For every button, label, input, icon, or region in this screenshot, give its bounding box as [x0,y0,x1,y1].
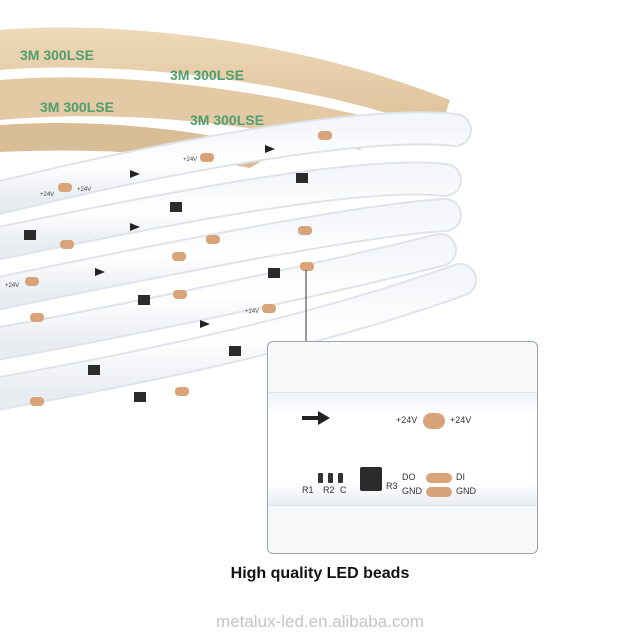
tape-print: 3M 300LSE [20,47,94,63]
di-label: DI [456,472,465,482]
tape-print: 3M 300LSE [40,99,114,115]
tape-print: 3M 300LSE [170,67,244,83]
svg-text:+24V: +24V [77,187,91,193]
ic-chip [360,467,382,491]
copper-pad-do-di [426,473,452,483]
r2-label: R2 [323,485,335,495]
svg-text:+24V: +24V [40,192,54,198]
strip-coils [0,111,477,411]
svg-text:+24V: +24V [5,283,19,289]
voltage-label-right: +24V [450,415,472,425]
zoomed-strip: +24V +24V R1 R2 C R3 DO GND DI GND [268,392,537,506]
r1-label: R1 [302,485,314,495]
svg-text:+24V: +24V [183,157,197,163]
svg-text:+24V: +24V [245,309,259,315]
resistor-r1 [318,473,323,483]
direction-arrow-icon [302,411,330,425]
r3-label: R3 [386,481,398,491]
do-label: DO [402,472,416,482]
strip-components: +24V +24V +24V +24V +24V [5,131,332,406]
copper-pad-gnd [426,487,452,497]
watermark: metalux-led.en.alibaba.com [216,612,424,631]
resistor-r2 [338,473,343,483]
resistor-r1-b [328,473,333,483]
gnd-label-left: GND [402,486,422,496]
tape-print: 3M 300LSE [190,112,264,128]
gnd-label-right: GND [456,486,476,496]
caption: High quality LED beads [230,565,410,582]
voltage-label-left: +24V [396,415,418,425]
c-label: C [340,485,347,495]
copper-pad-24v [423,413,445,429]
zoom-callout: +24V +24V R1 R2 C R3 DO GND DI GND [267,341,538,554]
